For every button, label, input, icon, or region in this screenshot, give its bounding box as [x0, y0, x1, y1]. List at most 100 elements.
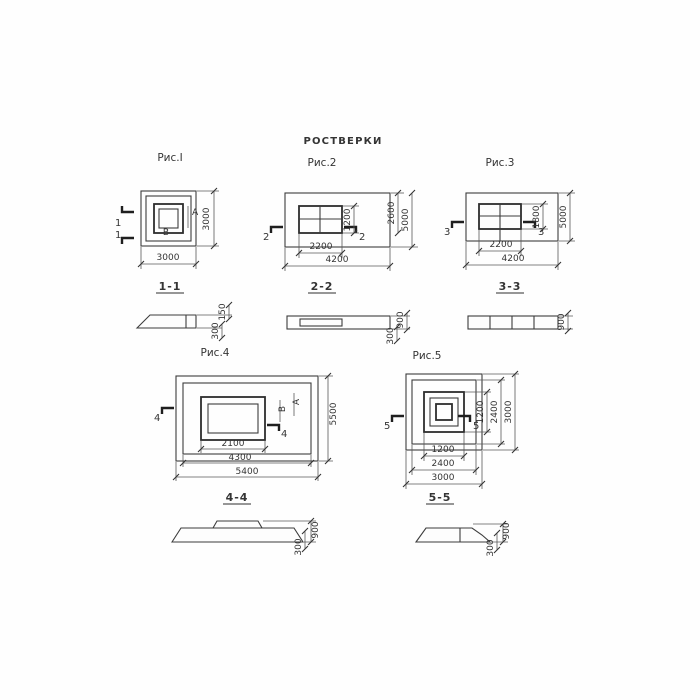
fig3-bottom-dim-outer-value: 4200 [502, 254, 525, 264]
fig3-section-dividers [489, 316, 535, 329]
fig1-section: 1-1 150 300 [135, 280, 233, 342]
fig5-cut-marker-right: 5 [458, 414, 479, 432]
fig5-right-dim-inner: 1200 [465, 388, 491, 436]
fig4-section-shape [170, 527, 305, 543]
fig5-cut-marker-left: 5 [384, 414, 404, 432]
fig4-label-b: В [278, 406, 288, 412]
fig5-mid-rect [423, 391, 465, 433]
fig2-section-dims: 900 300 [386, 309, 411, 345]
fig3-section-height-dim: 900 [557, 313, 567, 330]
fig5-right-dim-outer: 3000 [483, 370, 519, 454]
figure-5: Рис.5 5 5 1200 [384, 350, 519, 557]
fig4-right-dim-value: 5500 [329, 402, 339, 425]
fig3-cut-number-right: 3 [538, 227, 544, 238]
fig5-section-title: 5-5 [429, 491, 452, 504]
fig2-cut-marker-left: 2 [263, 225, 283, 243]
fig5-bottom-dim-outer: 3000 [402, 451, 486, 489]
fig2-cut-number-right: 2 [359, 232, 365, 243]
fig3-right-dim-inner-value: 1800 [532, 205, 542, 228]
fig1-bottom-dim-value: 3000 [157, 253, 180, 263]
fig1-bottom-dim: 3000 [137, 247, 200, 269]
fig2-bottom-dim-inner-value: 2200 [310, 242, 333, 252]
fig5-core-rect [435, 403, 453, 421]
fig4-bottom-dim-mid: 4300 [179, 453, 315, 467]
fig3-section: 3-3 900 [467, 280, 573, 335]
fig1-inner-rect-2 [158, 208, 179, 229]
fig2-bottom-dim-outer: 4200 [281, 248, 394, 271]
fig3-right-dim-outer: 5000 [559, 189, 575, 245]
fig5-section-shape [414, 527, 492, 543]
fig1-plan: А В 3000 3000 1 1 [115, 187, 219, 269]
fig4-cut-number-left: 4 [154, 413, 160, 424]
fig2-right-dim-outer: 5000 [391, 189, 418, 251]
fig5-right-dim-inner-value: 1200 [476, 400, 486, 423]
fig2-section-height-dim: 900 [396, 311, 406, 328]
fig4-plan: В А 4 4 2100 4300 [154, 372, 339, 481]
fig1-label-a: А [192, 208, 199, 218]
sheet-title: РОСТВЕРКИ [303, 136, 382, 147]
figure-1: Рис.I А В 3000 3000 1 [115, 152, 233, 342]
fig4-inner-rect-2 [207, 403, 259, 434]
fig2-bottom-dim-outer-value: 4200 [326, 255, 349, 265]
fig5-section: 5-5 900 300 [414, 491, 512, 557]
fig4-bottom-dim-outer: 5400 [172, 462, 322, 481]
fig5-outer-rect [405, 373, 483, 451]
fig3-section-title: 3-3 [499, 280, 522, 293]
fig5-right-dim-mid: 2400 [477, 376, 505, 448]
fig4-caption: Рис.4 [201, 347, 230, 359]
fig4-section: 4-4 900 300 [170, 491, 321, 556]
fig3-cut-marker-right: 3 [523, 220, 544, 238]
fig2-cut-number-left: 2 [263, 232, 269, 243]
fig3-outer-rect [465, 192, 559, 242]
fig1-right-dim: 3000 [197, 187, 219, 250]
fig3-bottom-dim-outer: 4200 [462, 242, 562, 270]
fig1-section-title: 1-1 [159, 280, 182, 293]
fig3-cut-number-left: 3 [444, 227, 450, 238]
fig5-bottom-dim-mid: 2400 [408, 445, 480, 475]
fig2-caption: Рис.2 [308, 157, 337, 169]
fig4-section-height-dim: 900 [311, 521, 321, 538]
fig4-section-dims: 900 300 [263, 517, 321, 556]
fig3-section-dims: 900 [557, 309, 573, 335]
fig4-outer-rect [175, 375, 319, 462]
fig5-caption: Рис.5 [413, 350, 442, 362]
fig1-outer-rect [140, 190, 197, 247]
fig4-bottom-dim-mid-value: 4300 [229, 453, 252, 463]
fig1-cut-number-top: 1 [115, 218, 121, 229]
figure-2: Рис.2 2 2 2200 [263, 157, 418, 345]
fig2-outer-rect [284, 192, 391, 248]
fig2-section-shape [286, 315, 391, 330]
fig2-right-dim-mid: 2600 [387, 189, 404, 237]
fig3-bottom-dim-inner-value: 2200 [490, 240, 513, 250]
fig4-cut-marker-left: 4 [154, 406, 174, 424]
fig3-section-shape [467, 315, 559, 330]
fig1-section-lower-dim: 300 [211, 322, 221, 339]
fig5-cut-number-right: 5 [473, 421, 479, 432]
fig5-right-dim-outer-value: 3000 [504, 400, 514, 423]
fig2-right-dim-inner-value: 1200 [343, 208, 353, 231]
fig4-cut-marker-right: 4 [267, 423, 287, 440]
fig4-label-a: А [292, 398, 302, 405]
fig5-right-dim-mid-value: 2400 [490, 400, 500, 423]
fig1-inner-rect [153, 203, 184, 234]
fig5-outer-rect-2 [411, 379, 477, 445]
fig1-outer-rect-2 [145, 195, 192, 242]
fig5-inner-rect [429, 397, 459, 427]
fig3-right-dim-inner: 1800 [522, 200, 548, 233]
fig5-section-height-dim: 900 [502, 522, 512, 539]
fig2-section: 2-2 900 300 [286, 280, 411, 345]
fig3-plan: 3 3 2200 4200 1800 [444, 189, 575, 270]
fig2-section-recess [299, 318, 343, 327]
fig4-cut-number-right: 4 [281, 429, 287, 440]
fig5-bottom-dim-inner: 1200 [420, 433, 468, 461]
fig2-bottom-dim-inner: 2200 [295, 234, 346, 258]
fig5-bottom-dim-outer-value: 3000 [432, 473, 455, 483]
fig3-bottom-dim-inner: 2200 [475, 230, 525, 256]
fig3-cut-marker-left: 3 [444, 220, 464, 238]
fig3-caption: Рис.3 [486, 157, 515, 169]
fig5-section-base-dim: 300 [486, 539, 496, 556]
fig5-plan: 5 5 1200 2400 3000 [384, 370, 519, 489]
fig4-outer-rect-2 [182, 382, 312, 455]
fig4-bottom-dim-inner-value: 2100 [222, 439, 245, 449]
